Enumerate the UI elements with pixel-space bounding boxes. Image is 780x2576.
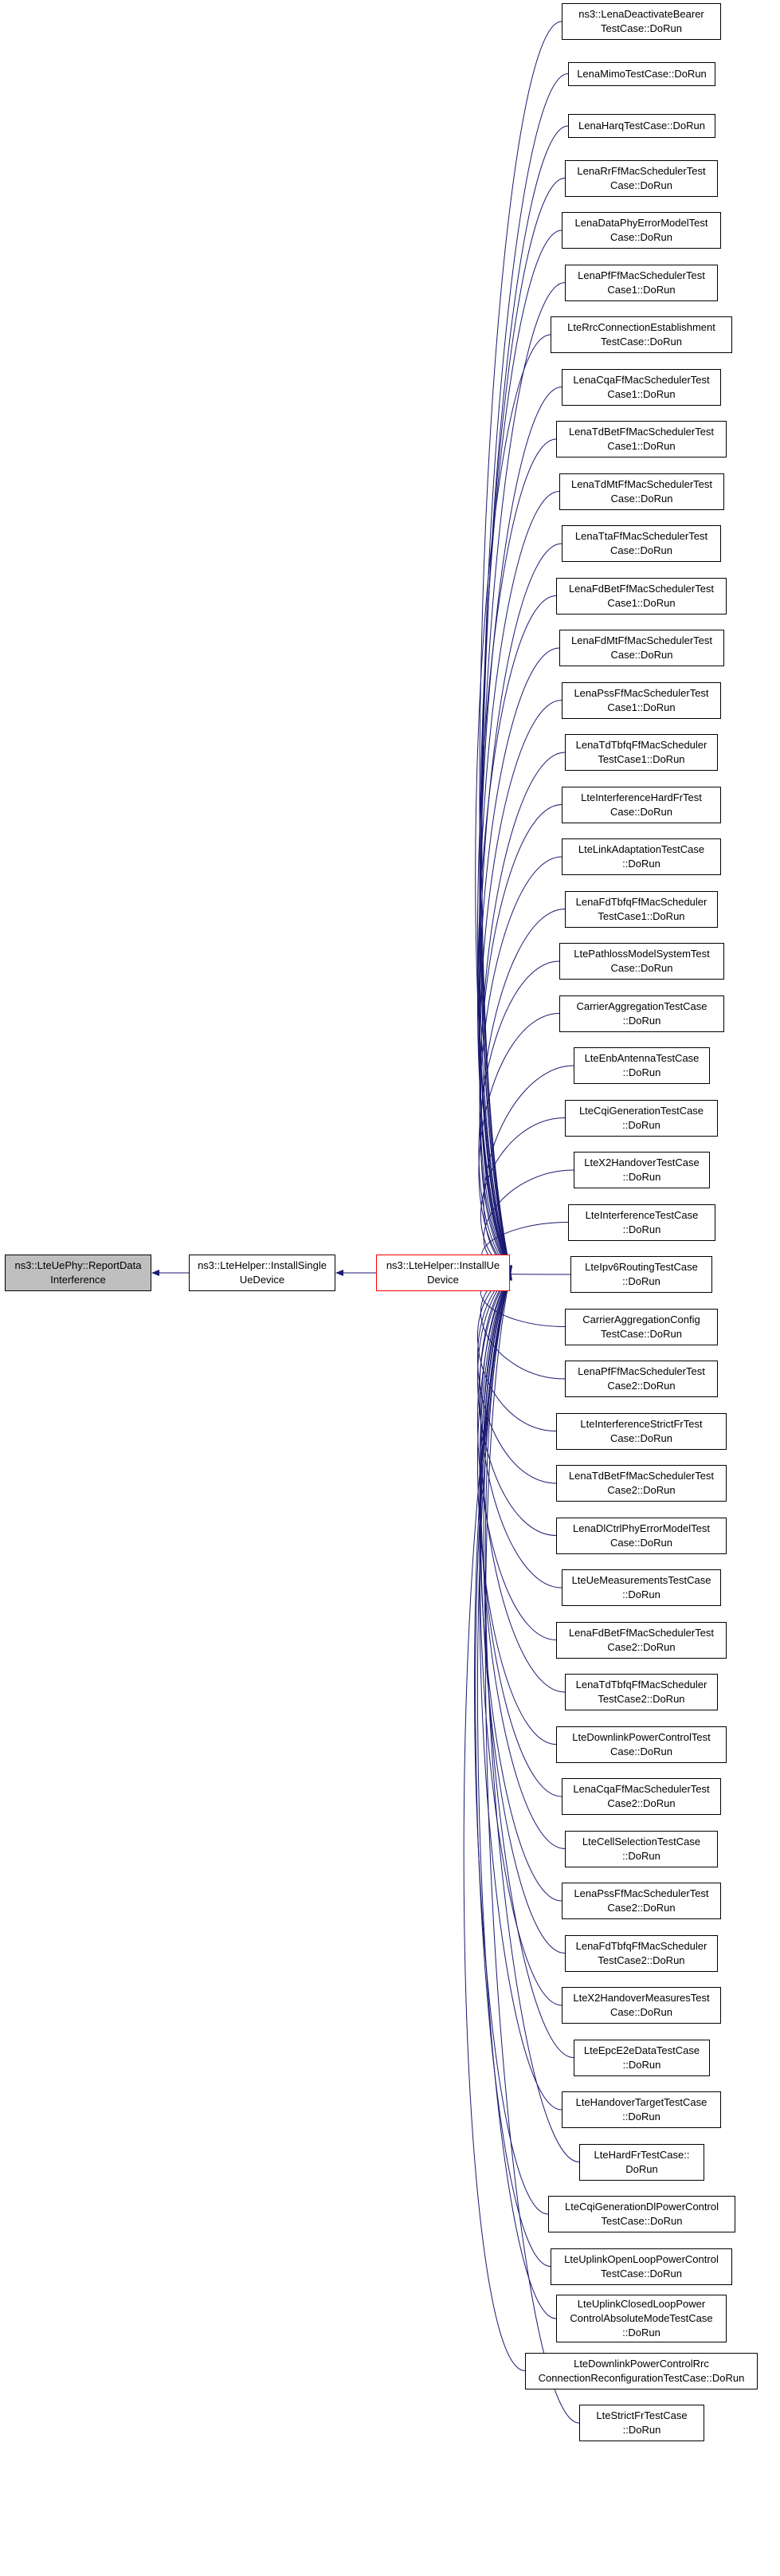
call-edge bbox=[478, 1013, 560, 1274]
caller-node[interactable]: LteInterferenceStrictFrTest Case::DoRun bbox=[556, 1413, 727, 1450]
caller-node[interactable]: LteX2HandoverTestCase ::DoRun bbox=[574, 1152, 710, 1188]
call-edge bbox=[475, 1272, 551, 2267]
call-edge bbox=[474, 1272, 549, 2215]
call-edge bbox=[480, 909, 566, 1274]
caller-node[interactable]: LenaFdTbfqFfMacScheduler TestCase2::DoRu… bbox=[565, 1935, 718, 1972]
call-edge bbox=[478, 960, 560, 1274]
call-edge bbox=[479, 856, 562, 1274]
caller-node[interactable]: LenaPssFfMacSchedulerTest Case2::DoRun bbox=[562, 1883, 721, 1919]
caller-node[interactable]: LenaFdBetFfMacSchedulerTest Case2::DoRun bbox=[556, 1622, 727, 1659]
caller-node[interactable]: LteCqiGenerationTestCase ::DoRun bbox=[565, 1100, 718, 1137]
call-edge bbox=[479, 1272, 562, 2111]
caller-node[interactable]: LenaCqaFfMacSchedulerTest Case1::DoRun bbox=[562, 369, 721, 406]
call-edge bbox=[479, 700, 562, 1274]
caller-node[interactable]: LtePathlossModelSystemTest Case::DoRun bbox=[559, 943, 724, 980]
call-edge bbox=[479, 387, 562, 1274]
caller-node[interactable]: LteUplinkOpenLoopPowerControl TestCase::… bbox=[551, 2248, 732, 2285]
caller-node[interactable]: LenaFdTbfqFfMacScheduler TestCase1::DoRu… bbox=[565, 891, 718, 928]
caller-node[interactable]: CarrierAggregationTestCase ::DoRun bbox=[559, 995, 724, 1032]
call-edge bbox=[476, 1272, 557, 1640]
caller-node[interactable]: LenaFdMtFfMacSchedulerTest Case::DoRun bbox=[559, 630, 724, 666]
call-edge bbox=[476, 595, 557, 1274]
call-edge bbox=[476, 1272, 557, 1431]
caller-node[interactable]: LenaTtaFfMacSchedulerTest Case::DoRun bbox=[562, 525, 721, 562]
call-edge bbox=[480, 1272, 566, 1849]
call-edge bbox=[476, 1272, 557, 2319]
caller-node[interactable]: LteHandoverTargetTestCase ::DoRun bbox=[562, 2091, 721, 2128]
caller-node[interactable]: LteX2HandoverMeasuresTest Case::DoRun bbox=[562, 1987, 721, 2024]
caller-node[interactable]: LteIpv6RoutingTestCase ::DoRun bbox=[570, 1256, 712, 1293]
caller-node[interactable]: LteEpcE2eDataTestCase ::DoRun bbox=[574, 2040, 710, 2076]
caller-node[interactable]: LenaCqaFfMacSchedulerTest Case2::DoRun bbox=[562, 1778, 721, 1815]
call-edge bbox=[478, 491, 560, 1274]
caller-node[interactable]: LenaPfFfMacSchedulerTest Case2::DoRun bbox=[565, 1361, 718, 1397]
caller-node[interactable]: LteInterferenceHardFrTest Case::DoRun bbox=[562, 787, 721, 823]
caller-node[interactable]: LteUeMeasurementsTestCase ::DoRun bbox=[562, 1569, 721, 1606]
call-edge bbox=[480, 752, 566, 1274]
caller-node[interactable]: LenaPssFfMacSchedulerTest Case1::DoRun bbox=[562, 682, 721, 719]
call-edge bbox=[476, 1272, 557, 1536]
caller-node[interactable]: LenaTdMtFfMacSchedulerTest Case::DoRun bbox=[559, 473, 724, 510]
caller-node[interactable]: LenaTdTbfqFfMacScheduler TestCase2::DoRu… bbox=[565, 1674, 718, 1710]
caller-node[interactable]: LenaFdBetFfMacSchedulerTest Case1::DoRun bbox=[556, 578, 727, 615]
caller-node[interactable]: LenaDlCtrlPhyErrorModelTest Case::DoRun bbox=[556, 1518, 727, 1554]
caller-node[interactable]: LteCqiGenerationDlPowerControl TestCase:… bbox=[548, 2196, 735, 2232]
caller-node[interactable]: LteCellSelectionTestCase ::DoRun bbox=[565, 1831, 718, 1867]
caller-node[interactable]: LenaPfFfMacSchedulerTest Case1::DoRun bbox=[565, 265, 718, 301]
call-edge bbox=[480, 1117, 566, 1274]
caller-node[interactable]: LenaTdTbfqFfMacScheduler TestCase1::DoRu… bbox=[565, 734, 718, 771]
call-edge bbox=[479, 804, 562, 1274]
call-edge bbox=[481, 73, 569, 1274]
caller-node[interactable]: LenaTdBetFfMacSchedulerTest Case1::DoRun bbox=[556, 421, 727, 457]
caller-node[interactable]: LteHardFrTestCase:: DoRun bbox=[579, 2144, 704, 2181]
caller-node[interactable]: LenaMimoTestCase::DoRun bbox=[568, 62, 715, 86]
caller-node[interactable]: LteDownlinkPowerControlRrc ConnectionRec… bbox=[525, 2353, 758, 2389]
caller-node[interactable]: LenaTdBetFfMacSchedulerTest Case2::DoRun bbox=[556, 1465, 727, 1502]
call-edge bbox=[479, 21, 562, 1274]
caller-node[interactable]: LteEnbAntennaTestCase ::DoRun bbox=[574, 1047, 710, 1084]
root-node-reportdatainterference: ns3::LteUePhy::ReportData Interference bbox=[5, 1255, 151, 1291]
call-edge bbox=[483, 1065, 574, 1274]
caller-node[interactable]: LteLinkAdaptationTestCase ::DoRun bbox=[562, 838, 721, 875]
caller-node[interactable]: LteStrictFrTestCase ::DoRun bbox=[579, 2405, 704, 2441]
call-edge bbox=[476, 1272, 557, 1484]
node-installsingleuedevice[interactable]: ns3::LteHelper::InstallSingle UeDevice bbox=[189, 1255, 335, 1291]
caller-node[interactable]: LteInterferenceTestCase ::DoRun bbox=[568, 1204, 715, 1241]
call-edge bbox=[479, 543, 562, 1274]
call-edge bbox=[476, 438, 557, 1274]
edge-layer bbox=[151, 21, 580, 2424]
caller-node[interactable]: CarrierAggregationConfig TestCase::DoRun bbox=[565, 1309, 718, 1345]
node-installuedevice[interactable]: ns3::LteHelper::InstallUe Device bbox=[376, 1255, 510, 1291]
call-edge bbox=[475, 334, 551, 1274]
caller-node[interactable]: LenaRrFfMacSchedulerTest Case::DoRun bbox=[565, 160, 718, 197]
caller-node[interactable]: LteUplinkClosedLoopPower ControlAbsolute… bbox=[556, 2295, 727, 2342]
call-edge bbox=[484, 1272, 580, 2162]
call-edge bbox=[480, 282, 566, 1274]
caller-node[interactable]: LenaHarqTestCase::DoRun bbox=[568, 114, 715, 138]
caller-node[interactable]: LteDownlinkPowerControlTest Case::DoRun bbox=[556, 1726, 727, 1763]
call-edge bbox=[481, 125, 569, 1274]
call-edge bbox=[478, 647, 560, 1274]
caller-node[interactable]: LteRrcConnectionEstablishment TestCase::… bbox=[551, 316, 732, 353]
caller-node[interactable]: LenaDataPhyErrorModelTest Case::DoRun bbox=[562, 212, 721, 249]
caller-node[interactable]: ns3::LenaDeactivateBearer TestCase::DoRu… bbox=[562, 3, 721, 40]
call-edge bbox=[463, 1272, 526, 2371]
